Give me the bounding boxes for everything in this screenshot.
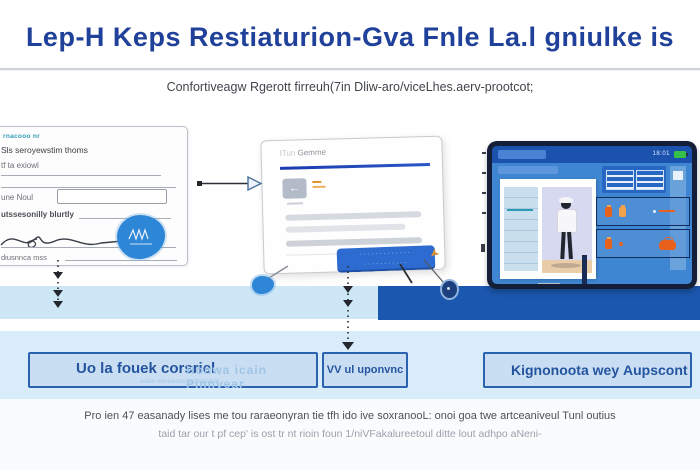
status-dot	[653, 210, 656, 213]
browser-header: ITun Gemme	[280, 148, 327, 158]
tick-mark	[482, 192, 486, 194]
back-button-caption	[286, 202, 303, 205]
jar-icon	[605, 205, 612, 217]
paper-form-panel: rnacooo nr Sls seroyewstim thoms tf ta e…	[0, 126, 188, 266]
step-box-1[interactable]: Uo la fouek corsriel asitin veniseuss ux…	[28, 352, 318, 391]
orange-note-line-2	[312, 185, 326, 189]
step2-title: VV ul uponvnc	[326, 364, 404, 376]
form-field-label-1: tf ta exiowl	[1, 161, 39, 170]
tablet-topbar: 18:01	[492, 146, 692, 163]
browser-header-rule	[279, 162, 430, 170]
tablet-content	[492, 163, 692, 284]
browser-header-title: Gemme	[297, 147, 327, 158]
floor	[542, 260, 592, 273]
step3-right-label: Aupscont	[623, 362, 688, 378]
inventory-panel-1[interactable]	[596, 197, 690, 226]
inventory-panel-2[interactable]	[596, 229, 690, 258]
person-head	[561, 200, 571, 209]
network-node-icon	[440, 279, 459, 300]
person-shadow	[551, 263, 581, 268]
signature-line[interactable]	[1, 247, 176, 248]
footer-line-1: Pro ien 47 easanady lises me tou raraeon…	[84, 410, 616, 422]
value-dash	[659, 210, 675, 212]
status-time: 18:01	[652, 151, 670, 157]
person-cap	[559, 197, 573, 203]
footer-section	[0, 399, 700, 470]
placeholder-bar-1	[285, 211, 422, 221]
form-field-label-3: utssesonilly blurtly	[1, 210, 74, 219]
form-tag: rnacooo nr	[3, 133, 40, 140]
person-leg	[567, 231, 573, 260]
timeline-band-dark	[378, 286, 700, 320]
form-field-line-3[interactable]	[79, 218, 171, 219]
tablet-device: 18:01	[487, 141, 697, 289]
arrow-start-dot	[197, 181, 202, 186]
side-tile	[673, 171, 683, 180]
step-box-3[interactable]: Kignonoota wey Aupscont	[483, 352, 692, 388]
step-box-2[interactable]: VV ul uponvnc	[322, 352, 408, 388]
page-title: Lep-H Keps Restiaturion-Gva Fnle La.l gn…	[25, 22, 675, 52]
form-field-label-4: diusnnca mss	[1, 253, 47, 262]
jar-icon	[619, 205, 626, 217]
arrow-head-icon	[247, 175, 263, 192]
orange-note-line-1	[312, 180, 322, 184]
tick-mark	[482, 212, 486, 214]
form-field-line-1[interactable]	[1, 175, 161, 176]
browser-header-prefix: ITun	[279, 148, 298, 158]
placeholder-bar-2	[285, 223, 406, 233]
form-field-line-4[interactable]	[65, 260, 177, 261]
form-input-box[interactable]	[57, 189, 167, 204]
step1-secondary: Honwa icain Pinnvear	[186, 363, 268, 391]
form-heading: Sls seroyewstim thoms	[1, 145, 88, 155]
tablet-screen: 18:01	[492, 146, 692, 284]
mini-table-icon	[606, 170, 634, 190]
header-divider	[0, 68, 700, 70]
person-scene	[542, 187, 592, 273]
submit-button[interactable]: ············· ···········	[336, 245, 436, 273]
page-subtitle: Confortiveagw Rgerott firreuh(7in Dliw-a…	[166, 80, 534, 94]
step3-title: Kignonoota wey	[511, 362, 620, 378]
person-body	[557, 209, 577, 233]
form-field-label-2: une Noul	[1, 193, 34, 202]
timeline-band-light	[0, 286, 378, 319]
basket-icon	[659, 237, 676, 250]
battery-icon	[674, 151, 688, 158]
topbar-tab[interactable]	[498, 150, 546, 159]
step1-subtitle: asitin veniseuss uxceonenir	[140, 378, 220, 385]
back-button[interactable]: ←	[282, 178, 307, 199]
jar-icon	[605, 237, 612, 249]
person-leg	[560, 231, 566, 260]
dot-icon	[619, 242, 623, 246]
app-header-block	[602, 166, 666, 193]
form-field-line-2[interactable]	[1, 187, 176, 188]
step1-title: Uo la fouek corsriel	[76, 360, 216, 377]
approval-stamp	[117, 215, 165, 259]
panel-divider	[582, 255, 587, 284]
tick-mark	[482, 152, 486, 154]
mini-table-icon	[636, 170, 664, 190]
photo-caption-bar	[538, 283, 560, 284]
tick-mark	[482, 172, 486, 174]
photo-card	[500, 179, 596, 284]
search-bar[interactable]	[498, 166, 558, 174]
submit-button-dots-2: ···········	[364, 260, 409, 268]
placeholder-bar-3	[285, 237, 423, 247]
signature-scribble	[0, 236, 124, 248]
footer-line-2: taid tar our t pf cep' is ost tr nt rioi…	[158, 428, 542, 440]
tick-mark	[481, 244, 485, 252]
shelf-illustration	[504, 187, 538, 271]
